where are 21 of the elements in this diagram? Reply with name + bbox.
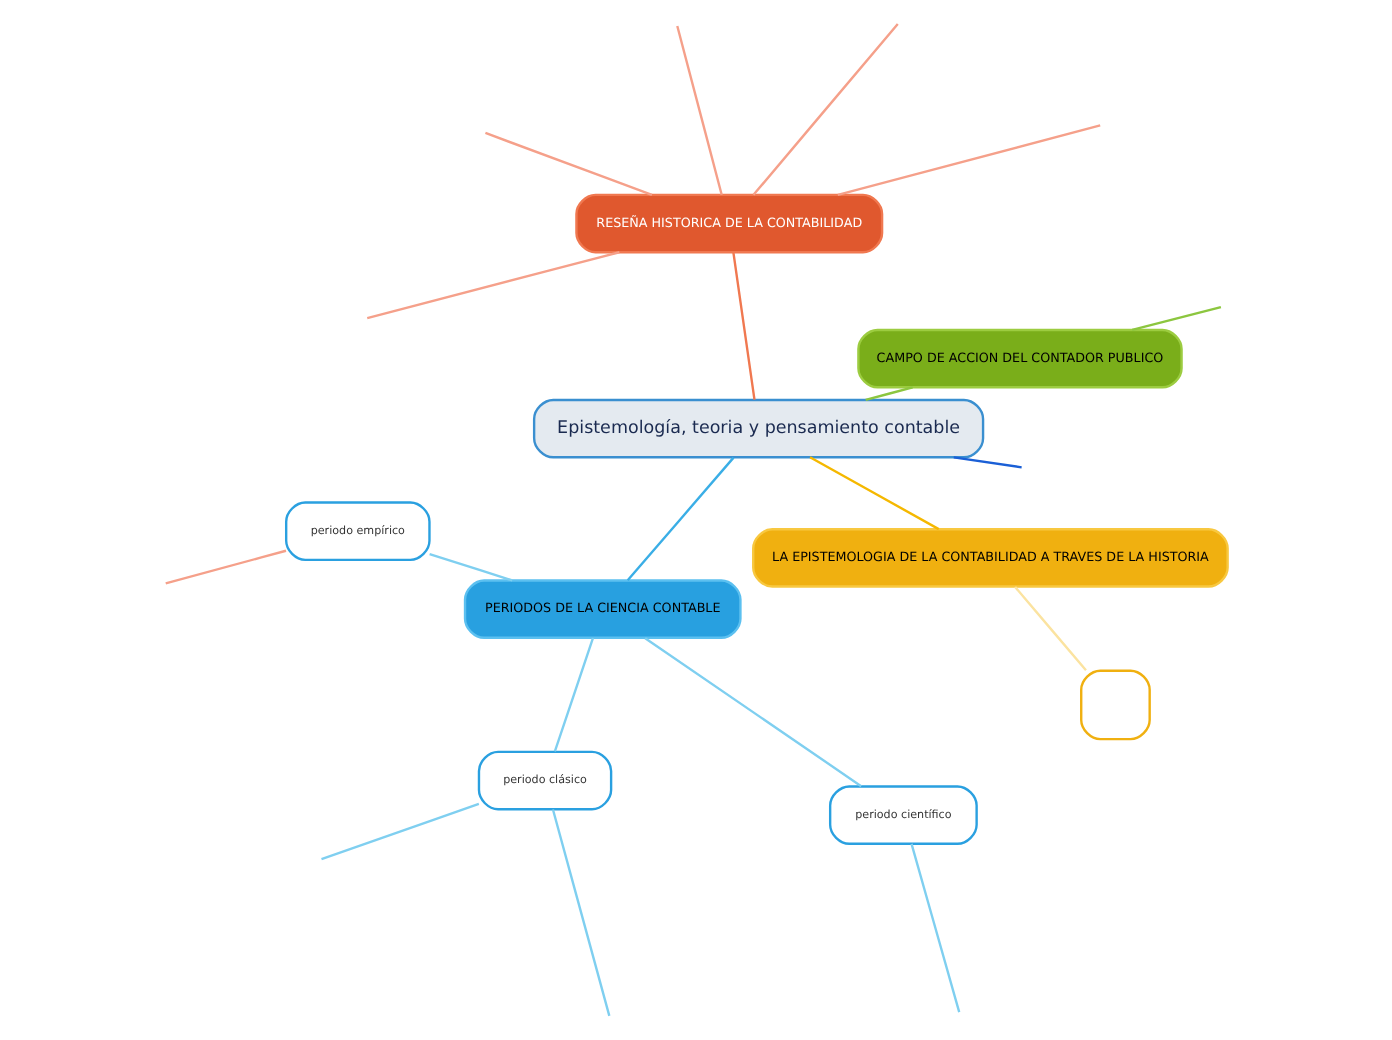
connector bbox=[910, 843, 961, 1013]
connector bbox=[752, 23, 899, 196]
connector bbox=[1014, 586, 1087, 671]
connector bbox=[485, 131, 653, 196]
connector bbox=[429, 552, 513, 582]
connector bbox=[321, 802, 480, 861]
connector bbox=[837, 124, 1101, 196]
connector bbox=[1131, 305, 1222, 331]
connector bbox=[809, 456, 940, 531]
connector bbox=[165, 549, 287, 585]
connector bbox=[553, 637, 595, 752]
connector bbox=[626, 456, 735, 581]
connector bbox=[865, 386, 913, 402]
connector bbox=[551, 809, 611, 1017]
node-box bbox=[1080, 669, 1151, 741]
node-box: Epistemología, teoria y pensamiento contable bbox=[532, 398, 985, 459]
connector bbox=[953, 456, 1022, 469]
connector bbox=[676, 25, 723, 196]
connector bbox=[732, 252, 756, 400]
connector bbox=[644, 637, 862, 788]
connector bbox=[366, 251, 620, 320]
